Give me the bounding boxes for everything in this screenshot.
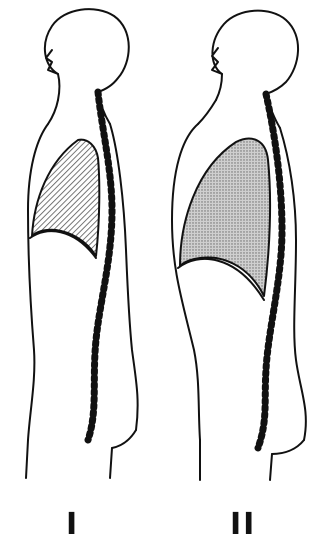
figure-2 <box>172 11 306 480</box>
figure-label-2: II <box>230 510 256 540</box>
lung-2 <box>180 139 270 296</box>
front-torso-1 <box>28 124 48 440</box>
front-torso-2 <box>172 124 200 440</box>
lung-1 <box>32 140 99 256</box>
back-outline-2 <box>280 128 306 440</box>
figure-label-1: I <box>66 510 79 540</box>
back-outline-1 <box>110 124 138 430</box>
head-outline-2 <box>212 11 298 94</box>
figure-1 <box>26 9 138 478</box>
head-outline-1 <box>45 9 129 92</box>
